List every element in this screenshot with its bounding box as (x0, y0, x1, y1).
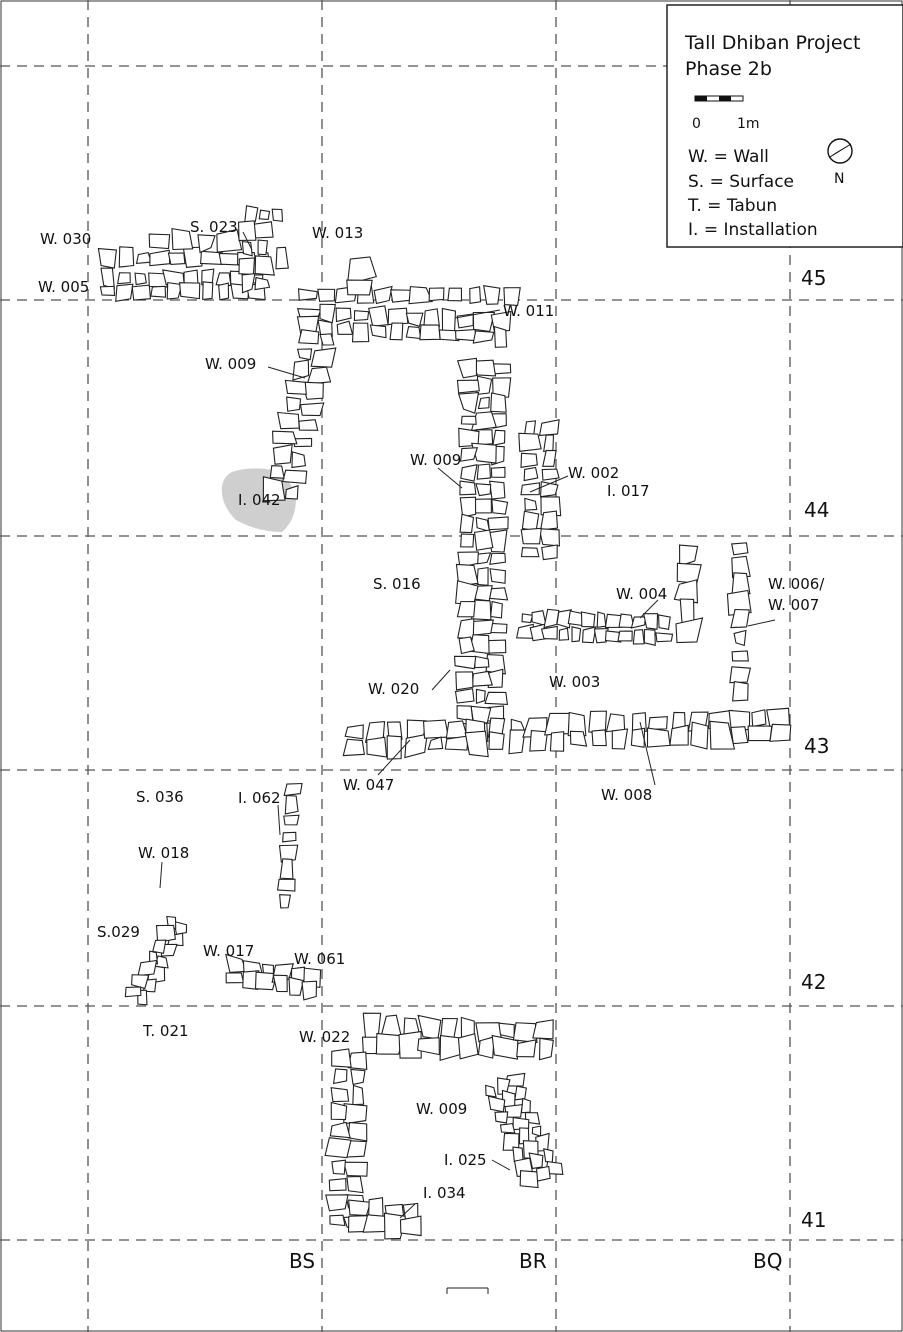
label-w061: W. 061 (294, 950, 345, 968)
label-w009-north: W. 009 (205, 355, 256, 373)
label-i017: I. 017 (607, 482, 650, 500)
label-s036: S. 036 (136, 788, 184, 806)
label-w008: W. 008 (601, 786, 652, 804)
scale-bar (694, 95, 744, 102)
feature-labels: W. 030 S. 023 W. 013 W. 005 W. 011 W. 00… (38, 218, 825, 1202)
label-w018: W. 018 (138, 844, 189, 862)
leader-lines (159, 231, 776, 1219)
label-i062: I. 062 (238, 789, 281, 807)
label-w013: W. 013 (312, 224, 363, 242)
label-i034: I. 034 (423, 1184, 466, 1202)
label-i025: I. 025 (444, 1151, 487, 1169)
label-w011: W. 011 (503, 302, 554, 320)
label-t021: T. 021 (142, 1022, 189, 1040)
grid-col-bs: BS (289, 1249, 315, 1273)
label-w004: W. 004 (616, 585, 667, 603)
legend-entry-surface: S. = Surface (688, 172, 794, 192)
north-label: N (834, 171, 844, 187)
label-s029: S.029 (97, 923, 140, 941)
legend: Tall Dhiban Project Phase 2b 0 1m N W. =… (666, 4, 903, 248)
grid-col-br: BR (519, 1249, 547, 1273)
section-marker (446, 1287, 489, 1294)
grid-row-45: 45 (801, 266, 826, 290)
legend-entry-wall: W. = Wall (688, 147, 769, 167)
legend-title-line1: Tall Dhiban Project (684, 32, 860, 54)
label-w003: W. 003 (549, 673, 600, 691)
label-w022: W. 022 (299, 1028, 350, 1046)
label-w009-south: W. 009 (416, 1100, 467, 1118)
legend-entry-installation: I. = Installation (688, 220, 818, 240)
label-w017: W. 017 (203, 942, 254, 960)
label-w020: W. 020 (368, 680, 419, 698)
label-s023: S. 023 (190, 218, 238, 236)
label-s016: S. 016 (373, 575, 421, 593)
grid-row-42: 42 (801, 970, 826, 994)
label-w009-central: W. 009 (410, 451, 461, 469)
wall-stones (98, 206, 792, 1240)
label-w002: W. 002 (568, 464, 619, 482)
scale-end: 1m (737, 116, 760, 132)
label-w006: W. 006/ (768, 575, 825, 593)
label-w047: W. 047 (343, 776, 394, 794)
grid-labels: 45 44 43 42 41 BS BR BQ (289, 266, 829, 1273)
label-i042: I. 042 (238, 491, 281, 509)
grid-row-43: 43 (804, 734, 829, 758)
grid-row-44: 44 (804, 498, 829, 522)
grid-row-41: 41 (801, 1208, 826, 1232)
north-arrow-icon (827, 138, 853, 164)
legend-title-line2: Phase 2b (685, 58, 772, 80)
label-w007: W. 007 (768, 596, 819, 614)
label-w005: W. 005 (38, 278, 89, 296)
label-w030: W. 030 (40, 230, 91, 248)
legend-entry-tabun: T. = Tabun (687, 196, 777, 216)
grid-col-bq: BQ (753, 1249, 782, 1273)
legend-box (666, 4, 903, 248)
scale-start: 0 (692, 116, 701, 132)
